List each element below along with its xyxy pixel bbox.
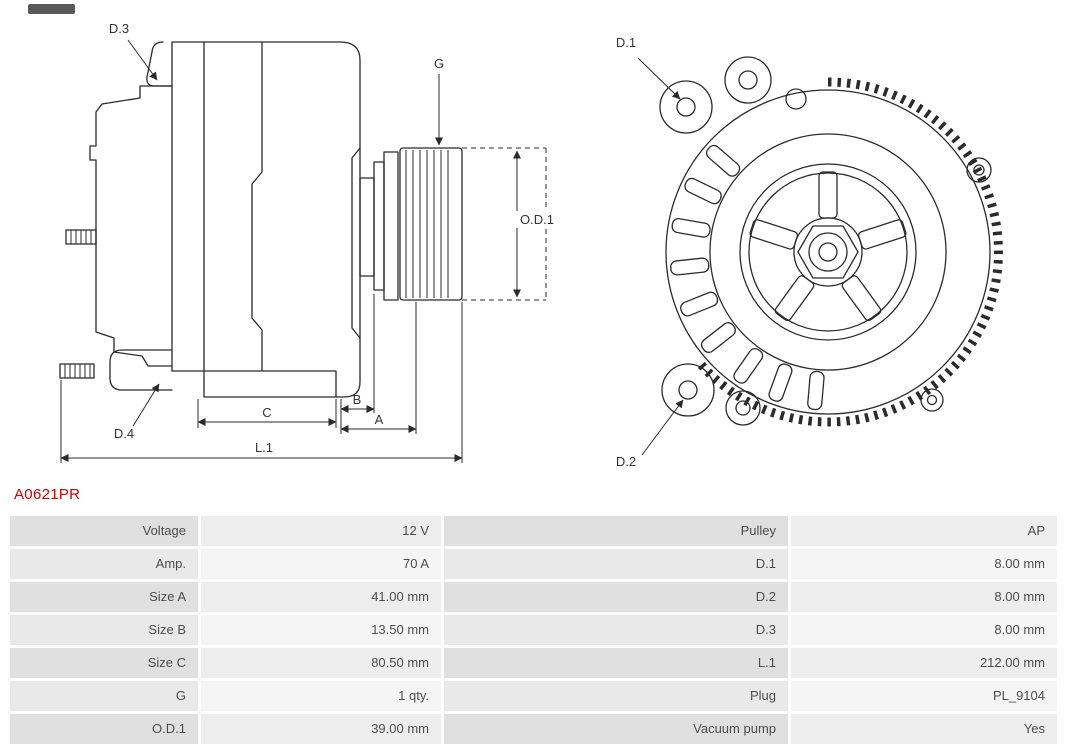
spec-value-cell: 41.00 mm xyxy=(201,582,441,612)
spec-value-cell: 80.50 mm xyxy=(201,648,441,678)
spec-label-cell: Size C xyxy=(10,648,198,678)
front-view-body xyxy=(659,56,1003,427)
spec-value-cell: 12 V xyxy=(201,516,441,546)
spec-value-cell: AP xyxy=(791,516,1057,546)
dim-label-d1: D.1 xyxy=(616,35,636,50)
spec-label-cell: D.3 xyxy=(444,615,788,645)
front-view-leaders xyxy=(637,57,684,456)
side-view-labels: D.3 G O.D.1 D.4 B C A L.1 xyxy=(109,21,554,455)
spec-label-cell: Plug xyxy=(444,681,788,711)
dim-label-l1: L.1 xyxy=(255,440,273,455)
spec-value-cell: 70 A xyxy=(201,549,441,579)
spec-value-cell: 8.00 mm xyxy=(791,615,1057,645)
front-view-pulley xyxy=(709,133,947,371)
spec-label-cell: D.2 xyxy=(444,582,788,612)
technical-drawings: D.3 G O.D.1 D.4 B C A L.1 xyxy=(59,21,1003,469)
dim-label-g: G xyxy=(434,56,444,71)
spec-value-cell: 8.00 mm xyxy=(791,582,1057,612)
spec-label-cell: G xyxy=(10,681,198,711)
spec-table: Voltage 12 V Pulley AP Amp. 70 A D.1 8.0… xyxy=(10,516,1057,744)
spec-value-cell: 212.00 mm xyxy=(791,648,1057,678)
dim-label-a: A xyxy=(375,412,384,427)
spec-label-cell: D.1 xyxy=(444,549,788,579)
spec-value-cell: 39.00 mm xyxy=(201,714,441,744)
dim-label-d3: D.3 xyxy=(109,21,129,36)
dim-label-b: B xyxy=(353,392,362,407)
side-view-body xyxy=(59,41,361,398)
dim-label-od1: O.D.1 xyxy=(520,212,554,227)
part-number: A0621PR xyxy=(14,486,81,503)
dim-label-d2: D.2 xyxy=(616,454,636,469)
side-view-pulley xyxy=(359,147,463,301)
alternator-front-view-drawing: D.1 D.2 xyxy=(616,35,1003,469)
logo-mark xyxy=(28,4,75,14)
spec-label-cell: Size A xyxy=(10,582,198,612)
spec-value-cell: 8.00 mm xyxy=(791,549,1057,579)
dim-label-c: C xyxy=(262,405,271,420)
spec-label-cell: O.D.1 xyxy=(10,714,198,744)
front-view-labels: D.1 D.2 xyxy=(616,35,636,469)
spec-label-cell: L.1 xyxy=(444,648,788,678)
spec-value-cell: 1 qty. xyxy=(201,681,441,711)
spec-value-cell: PL_9104 xyxy=(791,681,1057,711)
side-view-dimensions xyxy=(60,39,562,463)
spec-value-cell: Yes xyxy=(791,714,1057,744)
dim-label-d4: D.4 xyxy=(114,426,134,441)
spec-value-cell: 13.50 mm xyxy=(201,615,441,645)
spec-label-cell: Size B xyxy=(10,615,198,645)
spec-label-cell: Amp. xyxy=(10,549,198,579)
spec-label-cell: Vacuum pump xyxy=(444,714,788,744)
spec-label-cell: Pulley xyxy=(444,516,788,546)
alternator-side-view-drawing: D.3 G O.D.1 D.4 B C A L.1 xyxy=(59,21,562,463)
spec-label-cell: Voltage xyxy=(10,516,198,546)
